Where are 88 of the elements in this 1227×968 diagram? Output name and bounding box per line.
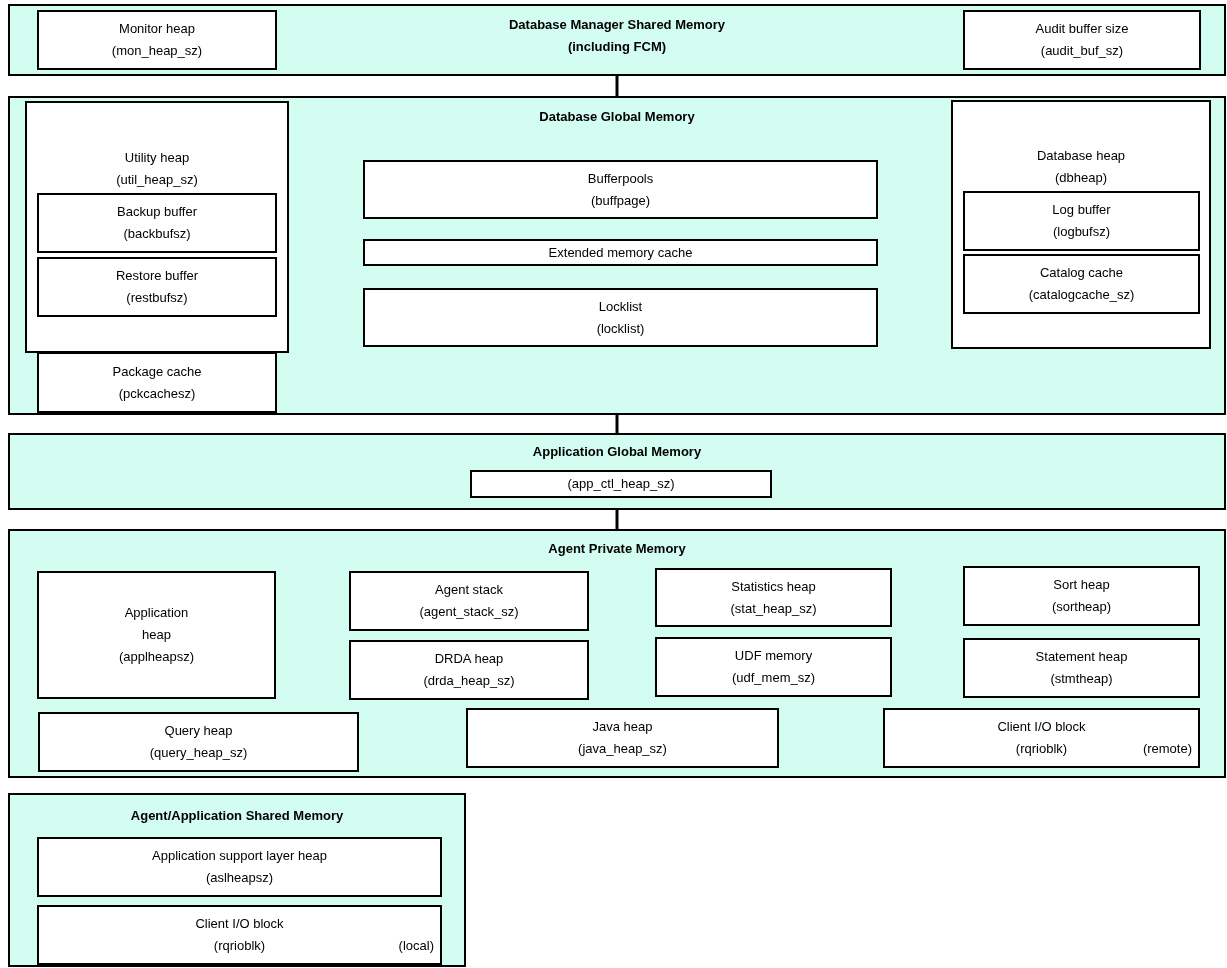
- memory-area-box: [363, 288, 878, 347]
- parameter-label: (rqrioblk): [213, 937, 266, 955]
- parameter-label: (audit_buf_sz): [1040, 42, 1124, 60]
- area-label: Bufferpools: [587, 169, 654, 188]
- section-title: Agent/Application Shared Memory: [130, 807, 344, 825]
- parameter-label: (dbheap): [1054, 169, 1107, 187]
- memory-area-box: [25, 101, 289, 353]
- parameter-label: (stat_heap_sz): [730, 599, 817, 618]
- connector-line: [615, 76, 619, 96]
- parameter-label: (restbufsz): [126, 289, 188, 307]
- area-label: Application heap: [123, 604, 190, 644]
- memory-area-box: [37, 193, 277, 253]
- memory-area-box: [349, 571, 589, 631]
- parameter-label: (agent_stack_sz): [419, 603, 519, 621]
- memory-area-box: [37, 837, 442, 897]
- parameter-label: (sortheap): [1051, 598, 1112, 616]
- area-label: Utility heap: [124, 149, 190, 167]
- memory-area-box: [951, 100, 1211, 349]
- area-label: Application support layer heap: [152, 847, 327, 865]
- section-title: Agent Private Memory: [548, 540, 686, 558]
- memory-area-box: [963, 566, 1200, 626]
- memory-region-panel: [8, 433, 1226, 510]
- parameter-label: (app_ctl_heap_sz): [567, 475, 675, 493]
- parameter-label: (udf_mem_sz): [731, 669, 816, 687]
- memory-region-panel: [8, 96, 1226, 415]
- area-label: Statistics heap: [731, 577, 816, 596]
- area-label: Backup buffer: [117, 203, 197, 221]
- memory-region-panel: [8, 529, 1226, 778]
- area-label: Package cache: [112, 362, 202, 381]
- memory-area-box: [349, 640, 589, 700]
- memory-area-box: [37, 905, 442, 965]
- parameter-label: (buffpage): [591, 191, 650, 210]
- connector-line: [615, 415, 619, 433]
- memory-area-box: [963, 638, 1200, 698]
- scope-label: (remote): [1142, 740, 1192, 758]
- area-label: Extended memory cache: [548, 243, 693, 262]
- area-label: UDF memory: [734, 647, 813, 665]
- area-label: Agent stack: [435, 581, 503, 599]
- memory-area-box: [38, 712, 359, 772]
- memory-area-box: [37, 257, 277, 317]
- area-label: Catalog cache: [1039, 264, 1124, 282]
- parameter-label: (catalogcache_sz): [1028, 286, 1135, 304]
- memory-area-box: [655, 637, 892, 697]
- section-title: Application Global Memory: [532, 443, 702, 461]
- area-label: Client I/O block: [997, 718, 1086, 736]
- area-label: Statement heap: [1035, 648, 1128, 666]
- memory-region-panel: [8, 793, 466, 967]
- memory-area-box: [883, 708, 1200, 768]
- memory-area-box: [363, 160, 878, 219]
- parameter-label: (util_heap_sz): [116, 171, 198, 189]
- area-label: Database heap: [1036, 147, 1126, 165]
- memory-region-panel: [8, 4, 1226, 76]
- area-label: Monitor heap: [119, 20, 195, 38]
- section-title: Database Manager Shared Memory (including FCM): [508, 16, 726, 56]
- scope-label: (local): [398, 937, 434, 955]
- parameter-label: (applheapsz): [118, 648, 195, 666]
- parameter-label: (mon_heap_sz): [111, 42, 203, 60]
- parameter-label: (pckcachesz): [118, 384, 196, 403]
- parameter-label: (query_heap_sz): [149, 744, 248, 762]
- area-label: Restore buffer: [115, 267, 199, 285]
- memory-area-box: [963, 254, 1200, 314]
- parameter-label: (backbufsz): [123, 225, 191, 243]
- memory-area-box: [963, 10, 1201, 70]
- section-title: Database Global Memory: [539, 108, 695, 126]
- parameter-label: (logbufsz): [1052, 223, 1111, 241]
- memory-area-box: [963, 191, 1200, 251]
- area-label: Client I/O block: [195, 915, 284, 933]
- memory-area-box: [655, 568, 892, 627]
- memory-area-box: [363, 239, 878, 266]
- parameter-label: (locklist): [596, 319, 645, 338]
- area-label: Java heap: [592, 718, 653, 736]
- parameter-label: (java_heap_sz): [578, 740, 667, 758]
- parameter-label: (aslheapsz): [205, 869, 274, 887]
- parameter-label: (rqrioblk): [1015, 740, 1068, 758]
- area-label: Sort heap: [1053, 576, 1110, 594]
- memory-area-box: [37, 10, 277, 70]
- connector-line: [615, 510, 619, 529]
- area-label: Audit buffer size: [1035, 20, 1129, 38]
- parameter-label: (drda_heap_sz): [423, 672, 515, 690]
- area-label: Log buffer: [1052, 201, 1111, 219]
- parameter-label: (stmtheap): [1050, 670, 1113, 688]
- area-label: Query heap: [164, 722, 233, 740]
- memory-area-box: [466, 708, 779, 768]
- memory-area-box: [37, 352, 277, 413]
- memory-area-box: [470, 470, 772, 498]
- area-label: DRDA heap: [434, 650, 504, 668]
- area-label: Locklist: [598, 297, 643, 316]
- memory-area-box: [37, 571, 276, 699]
